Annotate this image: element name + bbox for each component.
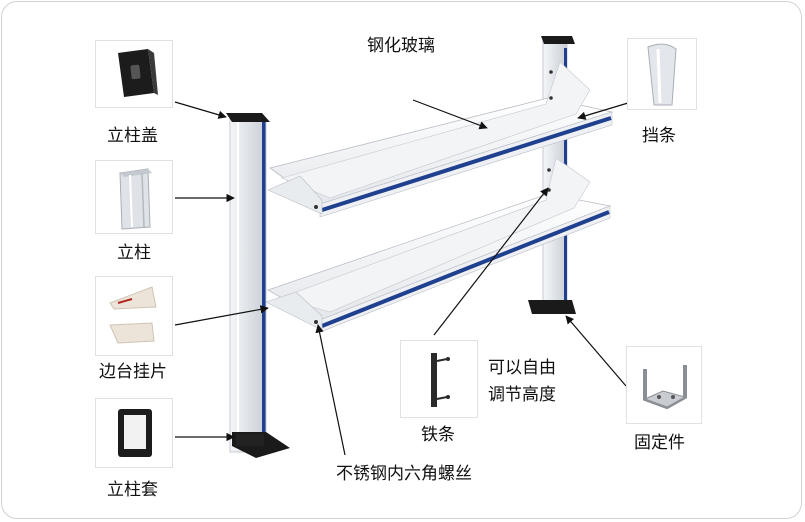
edge-bracket-icon: [109, 286, 157, 344]
edge-bracket-label: 边台挂片: [99, 362, 167, 382]
post-cap-thumbnail: [95, 40, 173, 108]
lower-shelf: [265, 157, 612, 333]
stop-strip-thumbnail: [627, 38, 697, 110]
fixing-piece-label: 固定件: [634, 433, 685, 453]
leader-lines: [174, 99, 629, 456]
post-thumbnail: [95, 160, 173, 234]
fixing-bracket-icon: [643, 365, 687, 410]
iron-strip-label: 铁条: [421, 425, 455, 445]
adjustable-text-line1: 可以自由: [488, 358, 556, 378]
right-post-cap: [541, 36, 575, 44]
post-cap-icon: [118, 49, 158, 97]
post-cap-label: 立柱盖: [107, 126, 158, 146]
stop-strip-label: 挡条: [642, 126, 676, 146]
stop-strip-icon: [647, 43, 677, 106]
iron-strip-thumbnail: [400, 340, 478, 418]
post-sleeve-label: 立柱套: [107, 480, 158, 500]
post-label: 立柱: [117, 243, 151, 263]
upper-shelf: [267, 61, 614, 218]
adjustable-text-line2: 调节高度: [488, 385, 556, 405]
right-post-sleeve: [528, 300, 576, 314]
tempered-glass-label: 钢化玻璃: [367, 36, 435, 56]
post-sleeve-thumbnail: [95, 398, 173, 468]
screw-label: 不锈钢内六角螺丝: [336, 464, 472, 484]
edge-bracket-thumbnail: [95, 276, 173, 356]
post-profile-icon: [119, 168, 152, 230]
post-sleeve-icon: [118, 409, 152, 457]
left-post-cap: [226, 113, 270, 122]
iron-strip-icon: [431, 353, 450, 407]
fixing-piece-thumbnail: [626, 346, 702, 424]
left-post: [226, 113, 290, 458]
